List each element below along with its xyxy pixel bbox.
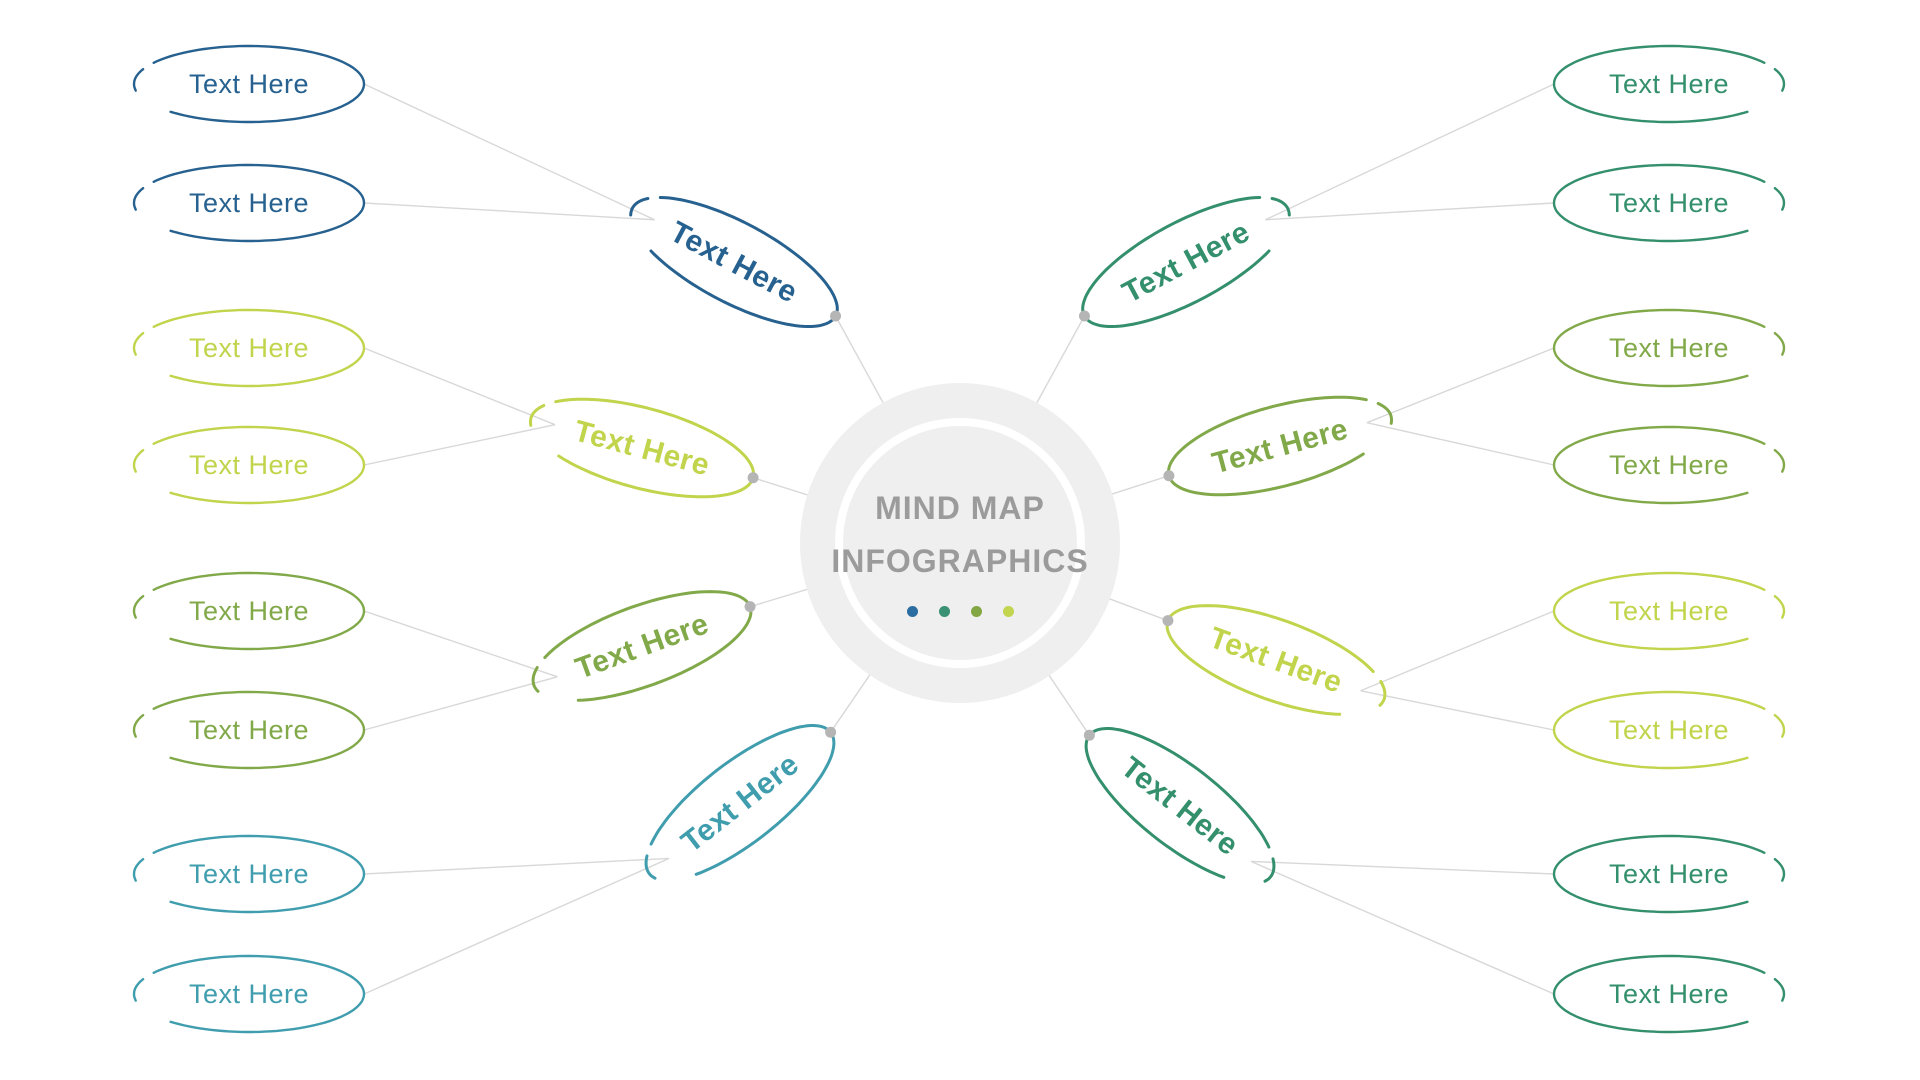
leaf-ellipse-mid-lower-right-2 (1552, 690, 1786, 770)
fan-connector-line (363, 676, 558, 731)
branch-label-top-left: Text Here (665, 215, 803, 309)
branch-connector-dot-top-right (1078, 310, 1090, 322)
fan-connector-line (1250, 860, 1555, 995)
leaf-label-bottom-right-2: Text Here (1609, 979, 1729, 1009)
leaf-ellipse-bottom-left-1 (132, 834, 366, 914)
branch-connector-dot-bottom-right (1083, 729, 1095, 741)
fan-connector-line (363, 610, 558, 678)
branch-label-bottom-left: Text Here (675, 748, 805, 860)
leaf-ellipse-mid-upper-left-1 (132, 308, 366, 388)
leaf-label-bottom-left-1: Text Here (189, 859, 309, 889)
leaf-ellipse-top-right-2 (1552, 163, 1786, 243)
leaf-label-top-left-2: Text Here (189, 188, 309, 218)
leaf-label-mid-upper-right-1: Text Here (1609, 333, 1729, 363)
leaf-label-top-right-1: Text Here (1609, 69, 1729, 99)
center-dots (831, 605, 1088, 617)
leaf-label-mid-upper-left-1: Text Here (189, 333, 309, 363)
fan-connector-line (363, 857, 670, 995)
center-title-line2: INFOGRAPHICS (831, 542, 1089, 579)
leaf-label-mid-lower-left-1: Text Here (189, 596, 309, 626)
leaf-label-mid-upper-left-2: Text Here (189, 450, 309, 480)
center-dot-1 (906, 605, 918, 617)
branch-connector-dot-mid-lower-left (744, 601, 756, 613)
fan-connector-line (1360, 610, 1555, 692)
center-dot-4 (1002, 605, 1014, 617)
branch-label-bottom-right: Text Here (1115, 751, 1245, 863)
leaf-ellipse-bottom-right-1 (1552, 834, 1786, 914)
branch-label-top-right: Text Here (1117, 215, 1255, 309)
leaf-ellipse-mid-lower-right-1 (1552, 571, 1786, 651)
branch-connector-dot-mid-upper-right (1163, 470, 1175, 482)
leaf-label-mid-upper-right-2: Text Here (1609, 450, 1729, 480)
leaf-ellipse-top-left-1 (132, 44, 366, 124)
leaf-ellipse-bottom-left-2 (132, 954, 366, 1034)
branch-connector-dot-mid-upper-left (747, 472, 759, 484)
center-dot-3 (970, 605, 982, 617)
leaf-ellipse-mid-upper-left-2 (132, 425, 366, 505)
leaf-label-mid-lower-right-1: Text Here (1609, 596, 1729, 626)
branch-connector-dot-top-left (830, 310, 842, 322)
fan-connector-line (1366, 347, 1555, 424)
leaf-label-bottom-right-1: Text Here (1609, 859, 1729, 889)
fan-connector-line (1265, 202, 1555, 221)
branch-label-mid-lower-right: Text Here (1205, 621, 1347, 700)
fan-connector-line (1360, 690, 1555, 731)
central-content: MIND MAP INFOGRAPHICS (831, 482, 1088, 617)
leaf-ellipse-mid-upper-right-2 (1552, 425, 1786, 505)
leaf-ellipse-top-right-1 (1552, 44, 1786, 124)
fan-connector-line (363, 83, 655, 221)
leaf-label-top-left-1: Text Here (189, 69, 309, 99)
leaf-ellipse-top-left-2 (132, 163, 366, 243)
branch-connector-dot-mid-lower-right (1162, 615, 1174, 627)
leaf-ellipse-mid-lower-left-1 (132, 571, 366, 651)
leaf-label-mid-lower-left-2: Text Here (189, 715, 309, 745)
leaf-label-bottom-left-2: Text Here (189, 979, 309, 1009)
fan-connector-line (1250, 860, 1555, 875)
fan-connector-line (1366, 422, 1555, 466)
fan-connector-line (363, 424, 556, 466)
branch-label-mid-lower-left: Text Here (571, 607, 713, 686)
center-dot-2 (938, 605, 950, 617)
central-ring (835, 418, 1085, 668)
branch-connector-dot-bottom-left (825, 726, 837, 738)
fan-connector-line (363, 857, 670, 875)
leaf-label-top-right-2: Text Here (1609, 188, 1729, 218)
leaf-ellipse-mid-upper-right-1 (1552, 308, 1786, 388)
fan-connector-line (1265, 83, 1555, 221)
leaf-label-mid-lower-right-2: Text Here (1609, 715, 1729, 745)
center-title-line1: MIND MAP (875, 489, 1045, 526)
fan-connector-line (363, 202, 655, 221)
fan-connector-line (363, 347, 556, 426)
leaf-ellipse-bottom-right-2 (1552, 954, 1786, 1034)
leaf-ellipse-mid-lower-left-2 (132, 690, 366, 770)
central-node: MIND MAP INFOGRAPHICS (800, 383, 1120, 703)
